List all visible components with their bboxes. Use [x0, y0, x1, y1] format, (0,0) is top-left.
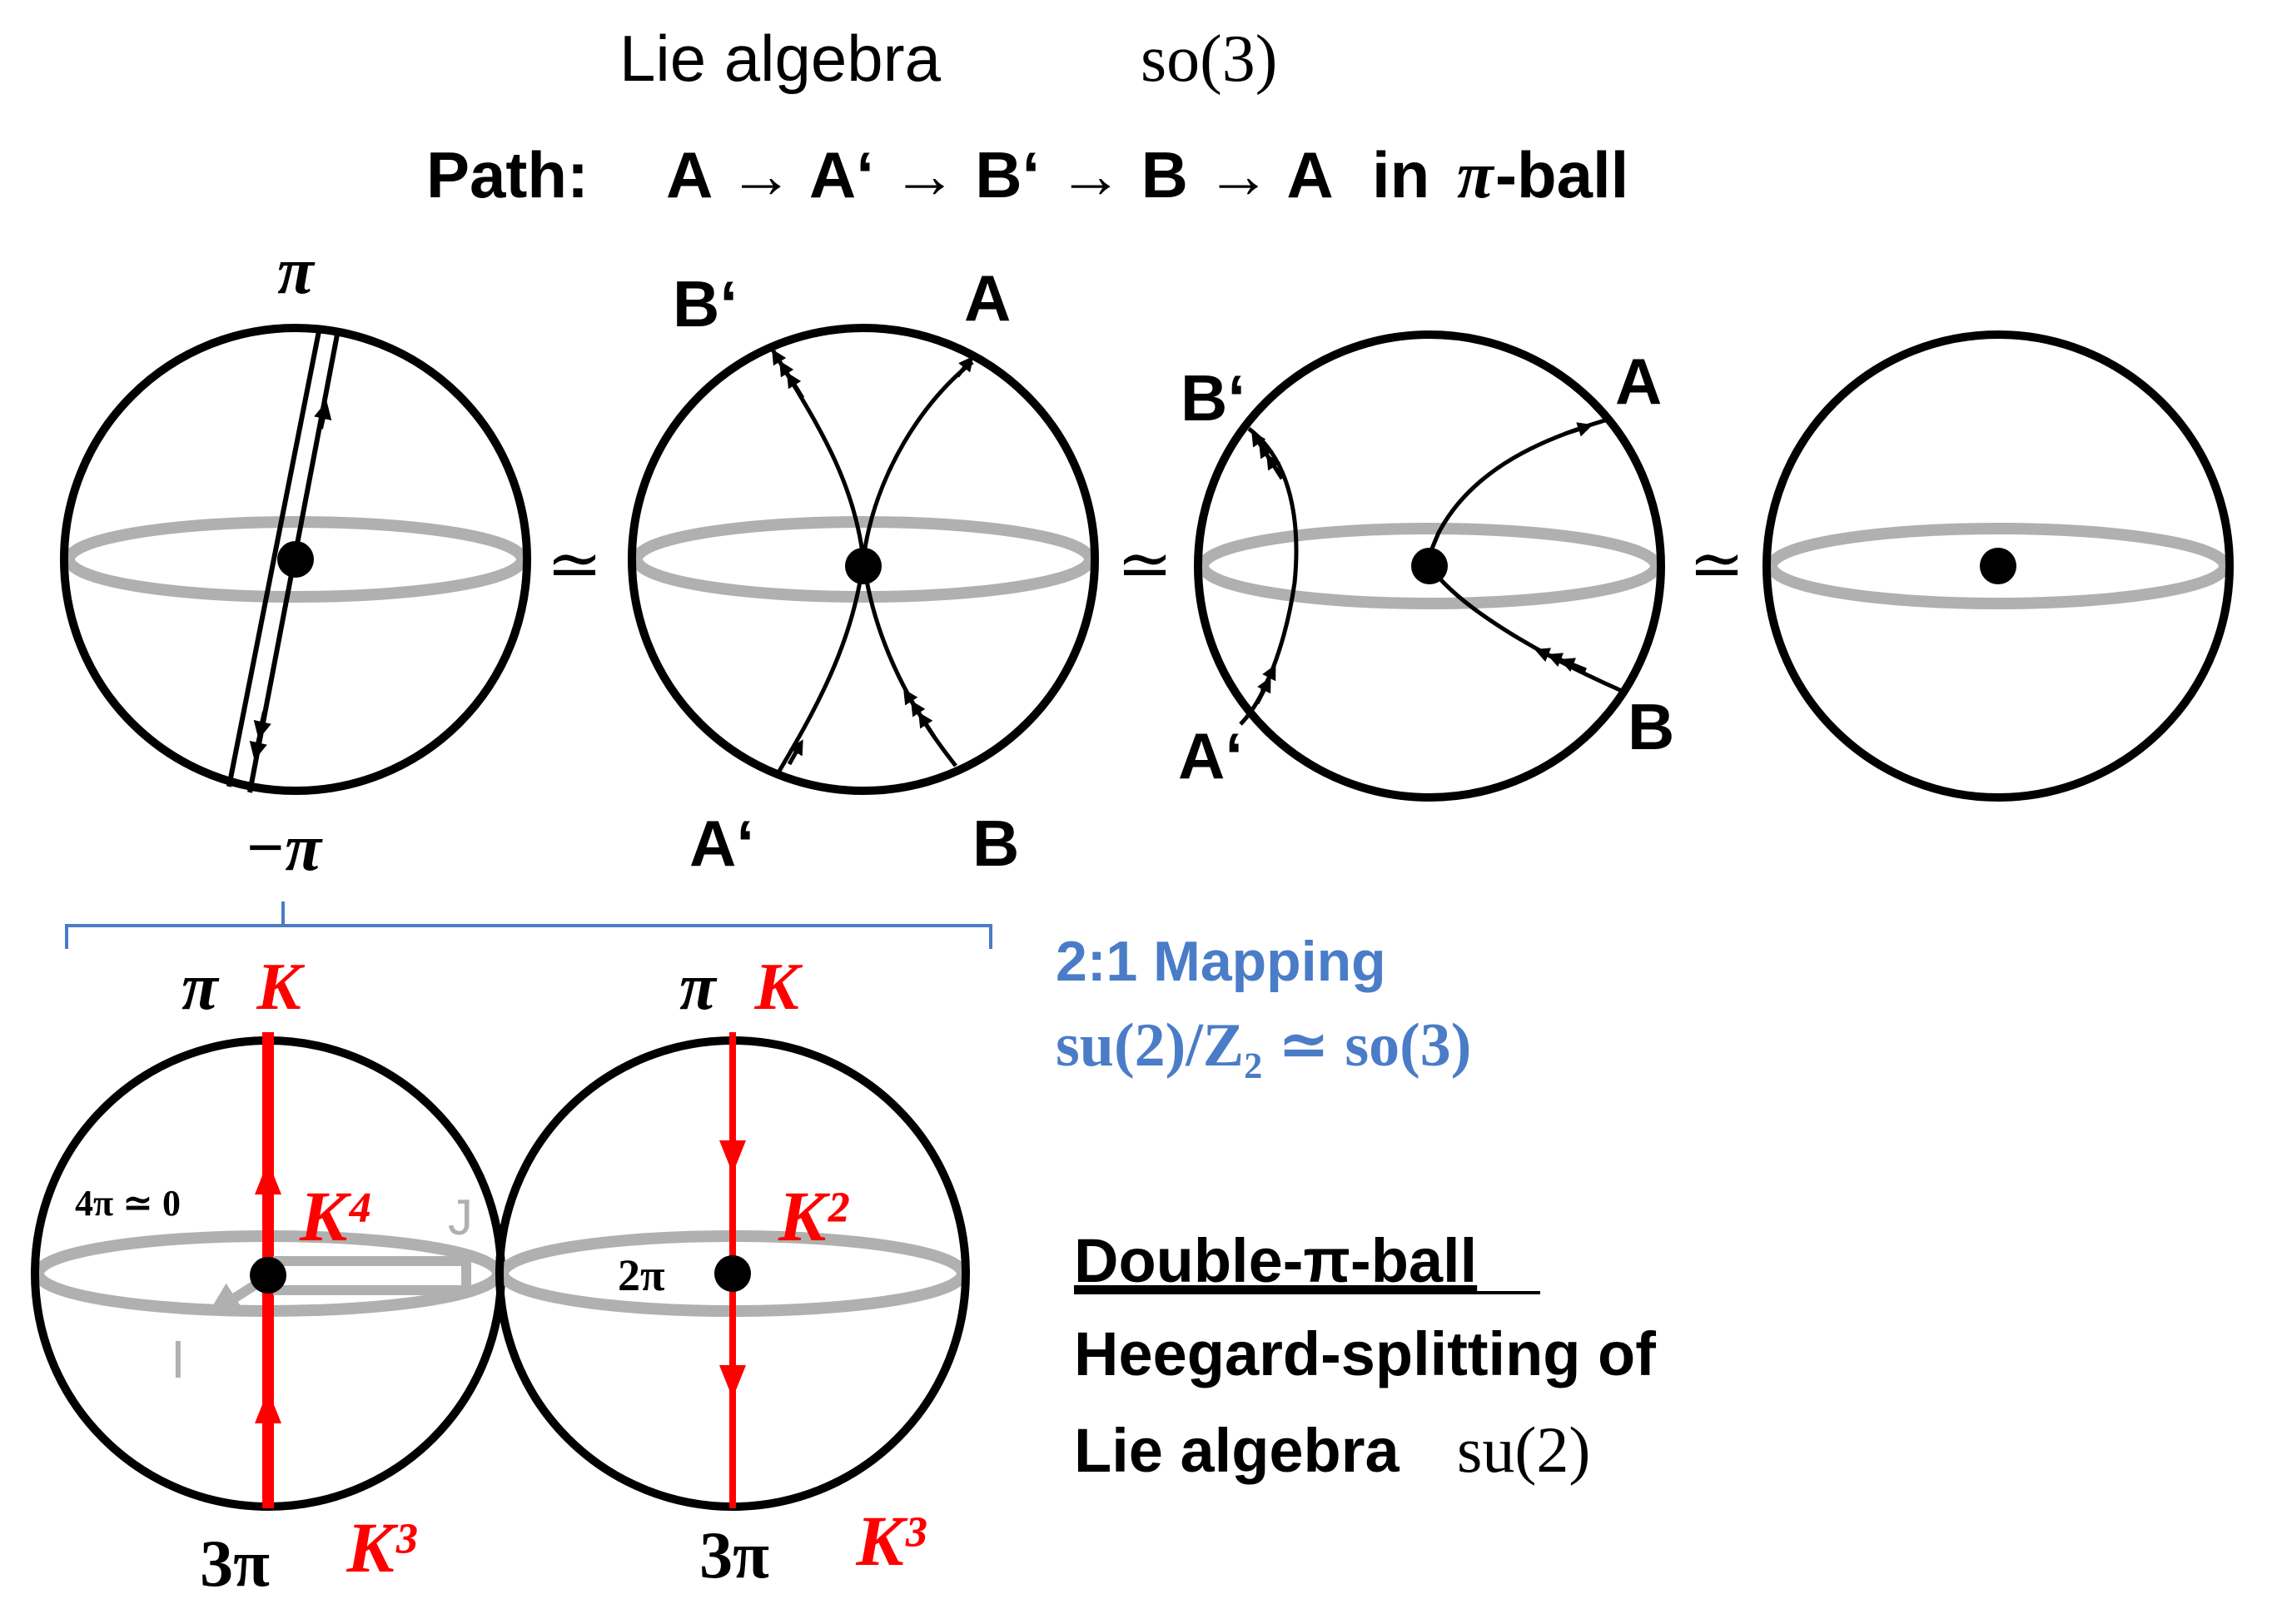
ball-3-curve-b-to-a	[1425, 418, 1623, 693]
ball-4-equator	[1766, 523, 2230, 609]
ball-2-arrow-a	[956, 355, 974, 378]
right-ball-arrow-down-top	[719, 1140, 746, 1174]
ball-3-equator	[1197, 523, 1662, 609]
ball-3-label-aprime: A‘	[1178, 719, 1243, 792]
ball-3-center	[1411, 548, 1448, 584]
ball-2-label-bprime: B‘	[673, 267, 738, 340]
double-ball-right: 2π K² π K 3π K³	[495, 951, 970, 1592]
label-k2: K²	[778, 1176, 849, 1256]
label-k4: K⁴	[299, 1176, 372, 1256]
ball-1-outline	[60, 324, 531, 795]
left-ball-arrow-up-top	[255, 1161, 281, 1194]
right-ball-center	[714, 1255, 751, 1292]
caption-title: Double-π-ball	[1074, 1226, 1477, 1295]
mapping-line-2: su(2)/Z₂ ≃ so(3)	[1056, 1011, 1471, 1080]
ball-3-arrow-aprime-2	[1260, 664, 1276, 693]
right-label-three-pi: 3π	[699, 1519, 769, 1592]
ball-2-label-a: A	[964, 261, 1011, 335]
caption-line-2: Heegard-splitting of	[1074, 1319, 1656, 1388]
right-label-k: K	[753, 951, 803, 1024]
mapping-bracket	[65, 901, 992, 949]
equiv-2: ≃	[1116, 529, 1172, 602]
ball-3-arrow-b-3	[1534, 648, 1562, 663]
ball-2-outline	[628, 324, 1099, 795]
ball-2: B‘ A A‘ B	[628, 261, 1099, 880]
ball-1-pi-top: π	[277, 235, 316, 308]
ball-2-arrow-b-3	[903, 688, 922, 715]
ball-2-arrow-aprime	[787, 739, 803, 766]
label-four-pi-zero: 4π ≃ 0	[75, 1183, 181, 1224]
double-ball-left: I J 4π ≃ 0 K⁴ π K 3π K³	[31, 951, 505, 1601]
ball-4-outline	[1762, 330, 2234, 802]
left-ball-gray-bracket	[273, 1256, 471, 1295]
left-ball-arrow-up-bottom	[255, 1390, 281, 1423]
right-ball-arrow-down-bottom	[719, 1365, 746, 1398]
ball-3-arrow-bprime-3	[1251, 430, 1270, 457]
ball-1-arrow-low-a	[253, 711, 271, 740]
ball-3-outline	[1194, 330, 1665, 802]
right-label-k3: K³	[855, 1501, 926, 1581]
path-sequence: A → A‘ → B‘ → B → A	[666, 138, 1334, 211]
equiv-3: ≃	[1688, 529, 1744, 602]
ball-3-label-a: A	[1615, 345, 1662, 418]
ball-1-center	[277, 541, 314, 578]
ball-1: π −π	[60, 235, 531, 885]
ball-4	[1762, 330, 2234, 802]
label-two-pi: 2π	[618, 1250, 665, 1300]
ball-1-arrow-high	[314, 400, 332, 430]
left-label-three-pi: 3π	[200, 1527, 270, 1601]
ball-1-path-line-left	[226, 330, 321, 787]
ball-2-label-b: B	[972, 807, 1019, 880]
path-suffix-pi: π	[1457, 139, 1495, 212]
ball-1-equator	[63, 516, 528, 603]
left-label-k3: K³	[346, 1507, 416, 1587]
left-label-k: K	[256, 951, 305, 1024]
tick-label-j: J	[448, 1189, 473, 1245]
path-suffix-ball: -ball	[1495, 138, 1628, 211]
right-label-pi: π	[679, 951, 718, 1024]
ball-1-arrow-low-b	[249, 732, 267, 761]
ball-3-label-b: B	[1628, 690, 1674, 763]
path-suffix-in: in	[1372, 138, 1429, 211]
ball-2-arrow-bprime-3	[772, 349, 790, 376]
title-math: so(3)	[1141, 22, 1277, 96]
ball-3-arrow-a	[1564, 422, 1593, 437]
ball-3: B‘ A A‘ B	[1178, 330, 1674, 802]
title-prefix: Lie algebra	[619, 22, 942, 95]
ball-1-pi-bottom: −π	[245, 812, 323, 885]
left-ball-center	[250, 1257, 286, 1294]
path-label: Path:	[426, 138, 589, 211]
equiv-1: ≃	[546, 529, 602, 602]
ball-4-center	[1980, 548, 2016, 584]
ball-2-center	[845, 548, 882, 584]
mapping-line-1: 2:1 Mapping	[1056, 930, 1386, 993]
ball-2-label-aprime: A‘	[689, 807, 754, 880]
caption-line-3-math: su(2)	[1457, 1413, 1590, 1486]
ball-2-equator	[631, 516, 1096, 603]
ball-3-label-bprime: B‘	[1181, 361, 1245, 435]
left-label-pi: π	[181, 951, 220, 1024]
tick-label-i: I	[171, 1329, 186, 1389]
caption-line-3-prefix: Lie algebra	[1074, 1416, 1400, 1485]
